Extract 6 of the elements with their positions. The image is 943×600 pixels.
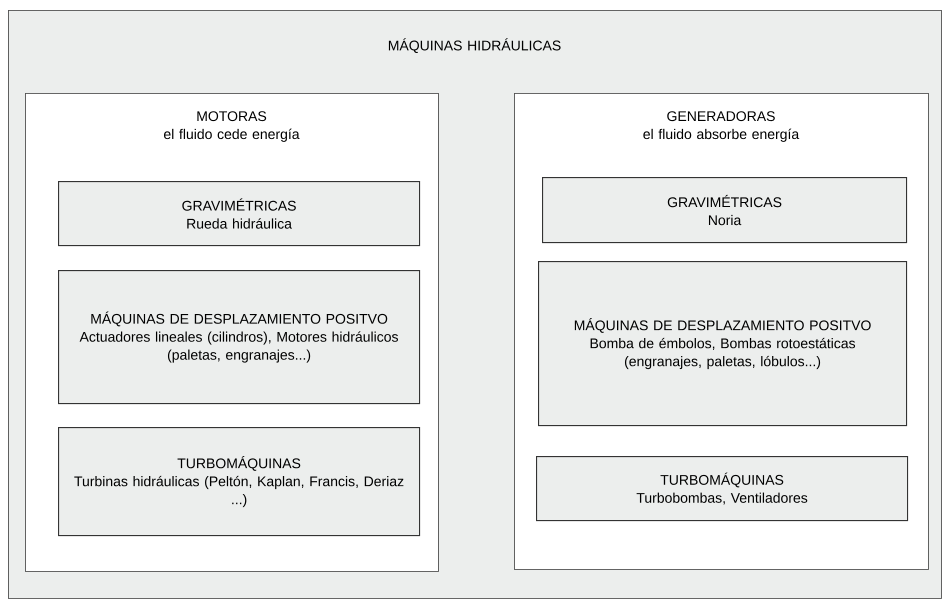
category-box: TURBOMÁQUINAS Turbinas hidráulicas (Peltón, Kaplan, Francis, Deriaz ...) (58, 427, 420, 536)
category-box: GRAVIMÉTRICAS Rueda hidráulica (58, 181, 420, 246)
category-box: MÁQUINAS DE DESPLAZAMIENTO POSITVO Actuadores lineales (cilindros), Motores hidráulicos (paletas, engranajes...) (58, 270, 420, 404)
category-box: TURBOMÁQUINAS Turbobombas, Ventiladores (536, 456, 908, 522)
category-box: MÁQUINAS DE DESPLAZAMIENTO POSITVO Bomba de émbolos, Bombas rotoestáticas (engranajes, paletas, lóbulos...) (538, 261, 908, 426)
category-box: GRAVIMÉTRICAS Noria (542, 177, 908, 244)
